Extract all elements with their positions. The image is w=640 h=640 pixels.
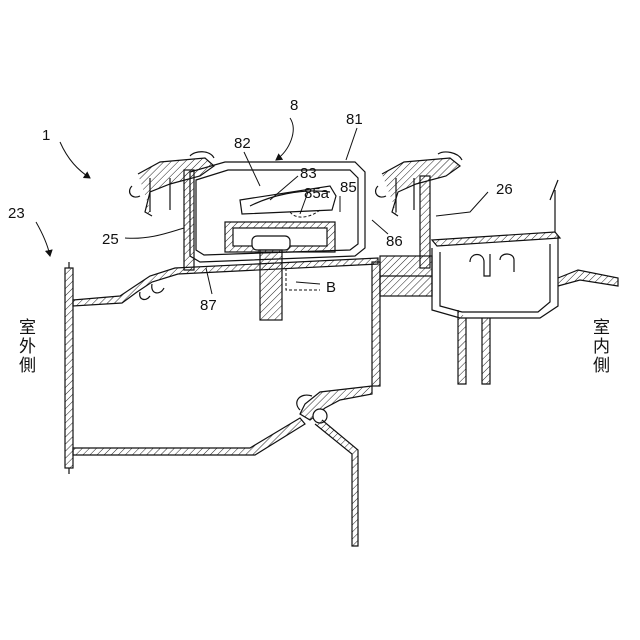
label-86: 86: [386, 233, 403, 250]
left-glazing-clip: [130, 152, 214, 216]
label-25: 25: [102, 231, 119, 248]
label-26: 26: [496, 181, 513, 198]
right-glazing-clip: [376, 152, 462, 268]
label-85a: 85a: [304, 185, 330, 202]
label-82: 82: [234, 135, 251, 152]
label-8: 8: [290, 97, 298, 114]
label-1: 1: [42, 127, 50, 144]
label-85: 85: [340, 179, 357, 196]
label-81: 81: [346, 111, 363, 128]
outdoor-side-label: 室外側: [16, 318, 33, 375]
outdoor-frame-profile: [65, 258, 380, 546]
label-83: 83: [300, 165, 317, 182]
label-b: B: [326, 279, 336, 296]
thermal-break-block: [380, 256, 432, 296]
label-23: 23: [8, 205, 25, 222]
indoor-side-label: 室内側: [590, 318, 607, 375]
label-87: 87: [200, 297, 217, 314]
